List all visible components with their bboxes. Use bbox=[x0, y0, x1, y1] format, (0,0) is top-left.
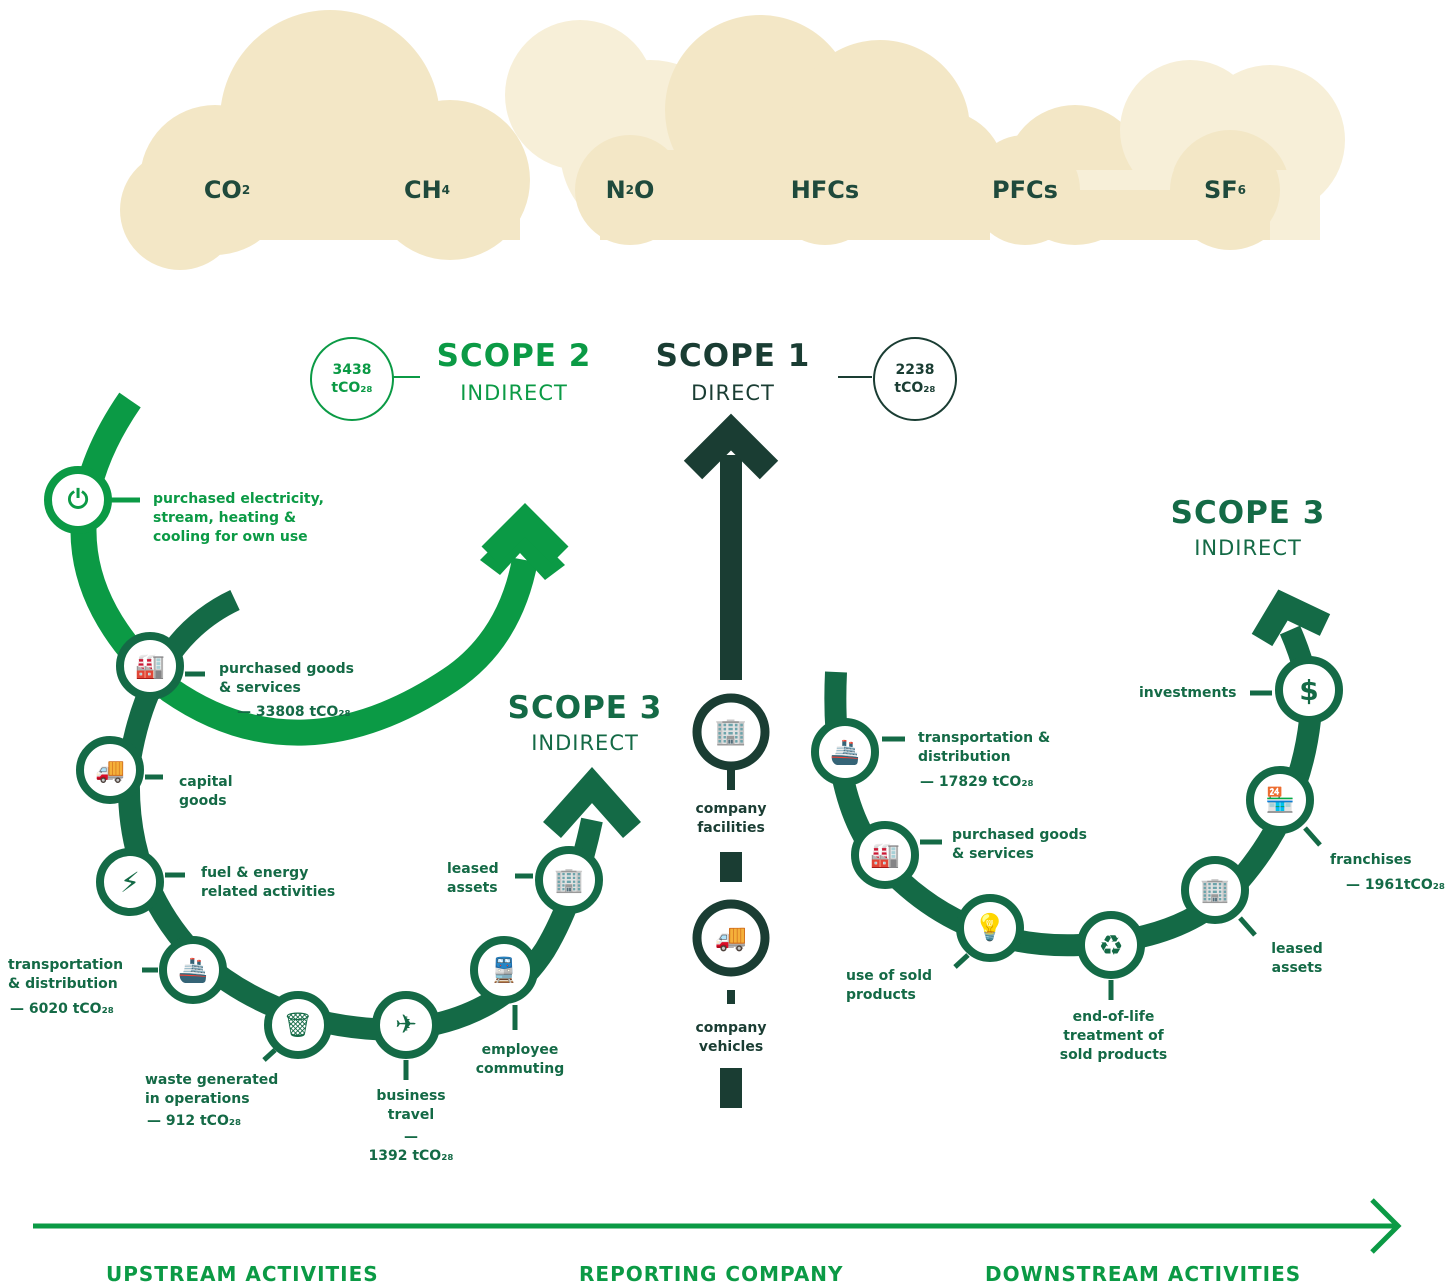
lightning-icon: ⚡ bbox=[120, 865, 140, 899]
lightbulb-icon: 💡 bbox=[973, 913, 1007, 943]
label-transportation-up: transportation & distribution bbox=[8, 957, 124, 992]
trash-icon: 🗑 bbox=[282, 1011, 314, 1039]
recycle-icon: ♻ bbox=[1098, 928, 1124, 962]
footer-downstream: DOWNSTREAM ACTIVITIES bbox=[985, 1262, 1302, 1286]
plug-icon: ⏻ bbox=[67, 484, 89, 515]
truck-icon: 🚚 bbox=[95, 756, 125, 784]
value-business-travel: 1392 tCO₂₈ bbox=[368, 1148, 454, 1164]
value-transportation-down: — 17829 tCO₂₈ bbox=[920, 774, 1034, 790]
scope2-arrow-chevron bbox=[481, 503, 569, 564]
node-franchises bbox=[1246, 766, 1322, 847]
delivery-truck-icon: 🚚 bbox=[714, 923, 748, 953]
scope1-dash-2 bbox=[727, 990, 735, 1004]
node-waste bbox=[262, 991, 332, 1062]
label-business-travel: business travel bbox=[376, 1088, 446, 1123]
node-electricity bbox=[44, 466, 140, 534]
node-investments bbox=[1250, 656, 1343, 724]
facility-building-icon: 🏢 bbox=[714, 717, 748, 747]
node-transportation-down bbox=[811, 718, 905, 786]
gas-pfcs: PFCs bbox=[970, 135, 1080, 245]
value-waste: — 912 tCO₂₈ bbox=[147, 1113, 242, 1129]
label-employee-commuting: employee commuting bbox=[475, 1042, 565, 1077]
node-employee-commuting bbox=[470, 936, 538, 1030]
label-company-vehicles: company vehicles bbox=[695, 1020, 767, 1055]
scope2-title: SCOPE 2 bbox=[436, 338, 592, 374]
label-waste: waste generated in operations bbox=[145, 1072, 279, 1107]
footer-reporting: REPORTING COMPANY bbox=[579, 1262, 844, 1286]
building-icon: 🏢 bbox=[1200, 876, 1230, 904]
node-capital-goods bbox=[76, 736, 163, 804]
scope3-upstream-arc bbox=[117, 590, 603, 1042]
scope1-arrowhead bbox=[683, 413, 779, 480]
node-leased-assets-down bbox=[1181, 856, 1257, 937]
label-franchises: franchises bbox=[1330, 852, 1412, 868]
cloud-left bbox=[120, 10, 530, 270]
label-purchased-goods-down: purchased goods & services bbox=[952, 827, 1087, 862]
value-purchased-goods: — 33808 tCO₂₈ bbox=[237, 704, 351, 720]
label-company-facilities: company facilities bbox=[695, 801, 767, 836]
ship-icon: 🚢 bbox=[830, 738, 860, 766]
label-fuel-energy: fuel & energy related activities bbox=[201, 865, 336, 900]
node-end-of-life bbox=[1077, 911, 1145, 1000]
label-end-of-life: end-of-life treatment of sold products bbox=[1059, 1009, 1168, 1063]
ship-icon: 🚢 bbox=[178, 956, 208, 984]
timeline-arrowhead bbox=[1370, 1198, 1402, 1254]
label-leased-assets-up: leased assets bbox=[447, 861, 499, 896]
factory-icon: 🏭 bbox=[870, 841, 900, 869]
gas-hfcs: HFCs bbox=[770, 135, 880, 245]
footer-upstream: UPSTREAM ACTIVITIES bbox=[106, 1262, 379, 1286]
node-purchased-goods bbox=[116, 632, 205, 700]
scope3-downstream-subtitle: INDIRECT bbox=[1194, 536, 1302, 560]
dash-business-travel: — bbox=[404, 1129, 418, 1145]
node-company-facilities bbox=[692, 693, 770, 771]
label-leased-assets-down: leased assets bbox=[1271, 941, 1323, 976]
scope2-arc bbox=[70, 392, 538, 746]
scope1-dash-3 bbox=[720, 1068, 742, 1108]
scope3-downstream-arrowhead bbox=[1251, 589, 1331, 647]
node-company-vehicles bbox=[692, 899, 770, 977]
node-fuel-energy bbox=[96, 848, 185, 916]
node-business-travel bbox=[372, 991, 440, 1080]
node-purchased-goods-down bbox=[851, 821, 942, 889]
node-transportation-up bbox=[142, 936, 227, 1004]
train-icon: 🚆 bbox=[489, 956, 519, 984]
airplane-icon: ✈ bbox=[395, 1010, 417, 1040]
node-use-of-sold bbox=[953, 894, 1024, 969]
label-capital-goods: capital goods bbox=[179, 774, 233, 809]
label-investments: investments bbox=[1139, 685, 1237, 701]
scope3-upstream-arrowhead bbox=[543, 766, 641, 838]
value-transportation-up: — 6020 tCO₂₈ bbox=[10, 1001, 114, 1017]
scope1-dash-1 bbox=[720, 852, 742, 882]
dollar-icon: $ bbox=[1299, 673, 1319, 707]
scope1-subtitle: DIRECT bbox=[691, 381, 775, 405]
store-icon: 🏪 bbox=[1265, 786, 1295, 814]
label-electricity: purchased electricity, stream, heating &… bbox=[153, 491, 324, 545]
scope3-upstream-subtitle: INDIRECT bbox=[531, 731, 639, 755]
scope1-title: SCOPE 1 bbox=[655, 338, 811, 374]
label-use-of-sold: use of sold products bbox=[846, 968, 933, 1003]
scope2-subtitle: INDIRECT bbox=[460, 381, 568, 405]
value-franchises: — 1961tCO₂₈ bbox=[1346, 877, 1445, 893]
scope3-downstream-title: SCOPE 3 bbox=[1170, 495, 1326, 531]
scope3-upstream-title: SCOPE 3 bbox=[507, 690, 663, 726]
scope2-arrowhead bbox=[480, 520, 565, 580]
label-purchased-goods: purchased goods & services bbox=[219, 661, 354, 696]
building-icon: 🏢 bbox=[554, 866, 584, 894]
factory-icon: 🏭 bbox=[135, 652, 165, 680]
node-leased-assets-up bbox=[515, 846, 603, 914]
label-transportation-down: transportation & distribution bbox=[918, 730, 1051, 765]
